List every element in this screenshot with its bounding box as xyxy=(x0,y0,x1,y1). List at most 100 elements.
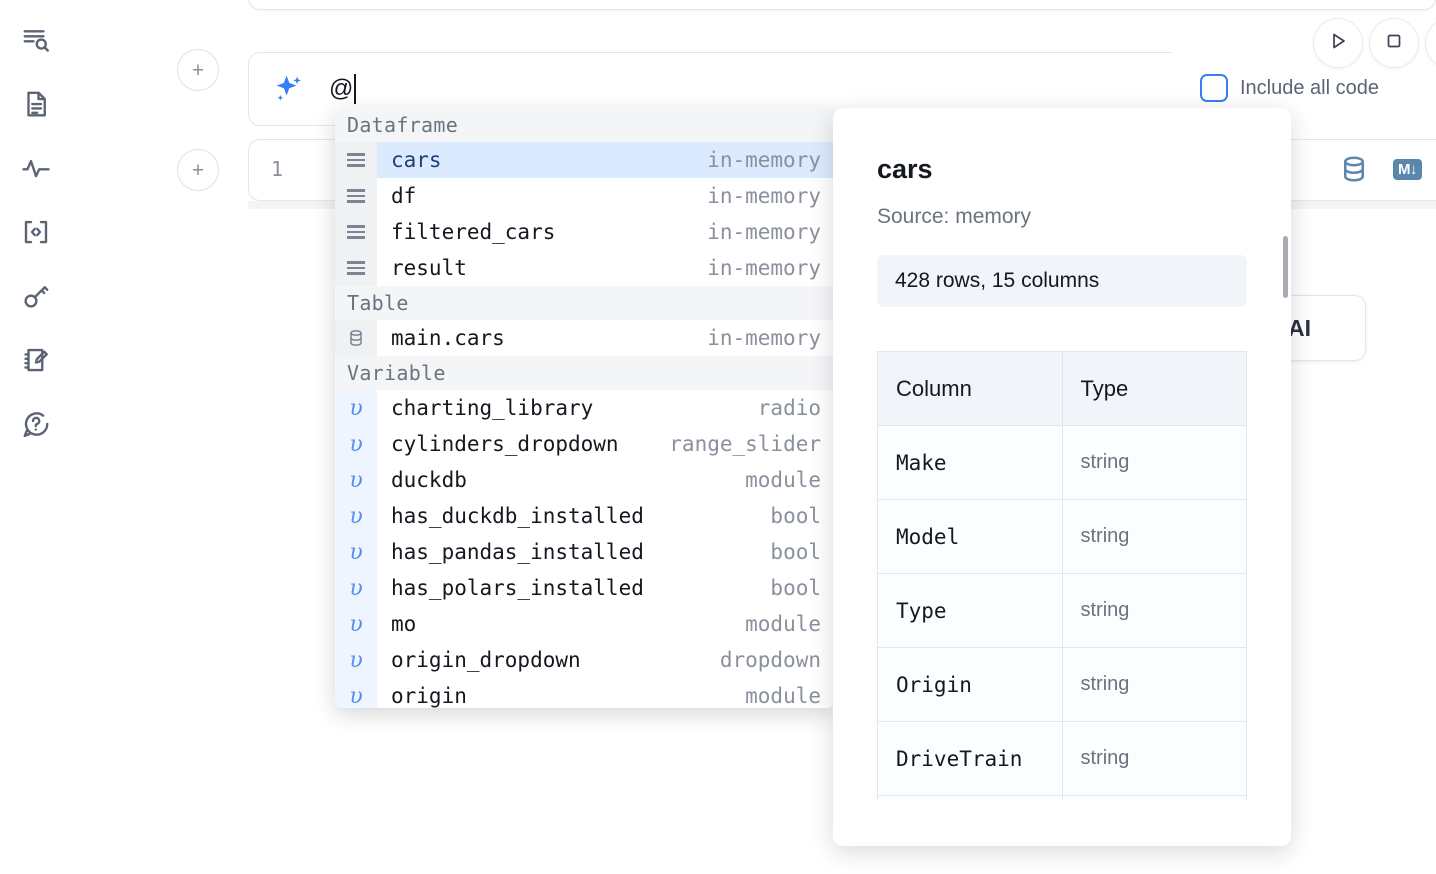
dataframe-icon xyxy=(335,178,377,214)
autocomplete-item-type: in-memory xyxy=(707,148,821,172)
preview-scrollbar[interactable] xyxy=(1283,236,1288,298)
autocomplete-item-type: radio xyxy=(757,396,821,420)
autocomplete-item-type: in-memory xyxy=(707,184,821,208)
dataframe-icon xyxy=(335,250,377,286)
plus-icon: + xyxy=(191,158,205,182)
cell-action-icons: M↓ xyxy=(1339,154,1422,184)
autocomplete-section-header: Dataframe xyxy=(335,108,835,142)
markdown-icon[interactable]: M↓ xyxy=(1393,158,1422,180)
autocomplete-item-type: in-memory xyxy=(707,256,821,280)
preview-panel: cars Source: memory 428 rows, 15 columns… xyxy=(833,108,1291,846)
run-button[interactable] xyxy=(1313,18,1363,68)
variable-icon: υ xyxy=(335,570,377,606)
sparkle-icon xyxy=(271,72,305,106)
table-database-icon xyxy=(335,320,377,356)
variable-icon: υ xyxy=(335,678,377,708)
autocomplete-item-name: cylinders_dropdown xyxy=(391,432,619,456)
type-header: Type xyxy=(1061,351,1247,426)
autocomplete-item-type: in-memory xyxy=(707,326,821,350)
stop-button[interactable] xyxy=(1369,18,1419,68)
variable-icon: υ xyxy=(335,606,377,642)
autocomplete-item-type: bool xyxy=(770,504,821,528)
preview-bottom-fade xyxy=(833,800,1291,846)
search-outline-icon xyxy=(21,25,51,55)
autocomplete-item-name: filtered_cars xyxy=(391,220,556,244)
variable-icon: υ xyxy=(335,462,377,498)
preview-source: Source: memory xyxy=(877,205,1032,228)
sidebar-item-file[interactable] xyxy=(14,82,58,126)
text-caret xyxy=(354,74,357,104)
add-cell-button-top[interactable]: + xyxy=(177,49,219,91)
key-icon xyxy=(21,281,51,311)
variable-icon: υ xyxy=(335,390,377,426)
autocomplete-item-name: df xyxy=(391,184,417,208)
include-all-code-checkbox[interactable] xyxy=(1200,74,1228,102)
ai-prompt-input[interactable]: @ xyxy=(329,74,357,104)
autocomplete-item-name: charting_library xyxy=(391,396,594,420)
notebook-edit-icon xyxy=(21,345,51,375)
autocomplete-item-type: dropdown xyxy=(719,648,821,672)
autocomplete-section-header: Variable xyxy=(335,356,835,390)
autocomplete-item[interactable]: df in-memory xyxy=(335,178,835,214)
run-controls xyxy=(1313,18,1436,68)
autocomplete-item-type: module xyxy=(745,468,821,492)
activity-pulse-icon xyxy=(21,153,51,183)
autocomplete-item[interactable]: υ has_duckdb_installed bool xyxy=(335,498,835,534)
cell-above-stub xyxy=(248,0,1436,10)
variable-icon: υ xyxy=(335,642,377,678)
schema-column-type: string xyxy=(1061,499,1247,574)
autocomplete-item-name: origin xyxy=(391,684,467,708)
schema-column-name: Origin xyxy=(877,647,1063,722)
variable-icon: υ xyxy=(335,498,377,534)
include-all-code-label: Include all code xyxy=(1240,76,1379,99)
add-cell-button-bottom[interactable]: + xyxy=(177,149,219,191)
code-brackets-icon xyxy=(21,217,51,247)
sidebar-item-search-outline[interactable] xyxy=(14,18,58,62)
variable-icon: υ xyxy=(335,426,377,462)
autocomplete-item-name: mo xyxy=(391,612,417,636)
database-icon[interactable] xyxy=(1339,154,1369,184)
schema-column-type: string xyxy=(1061,425,1247,500)
line-number: 1 xyxy=(271,157,284,181)
autocomplete-item-type: module xyxy=(745,612,821,636)
schema-column-type: string xyxy=(1061,721,1247,796)
preview-stats: 428 rows, 15 columns xyxy=(877,255,1247,307)
sidebar-item-secrets[interactable] xyxy=(14,274,58,318)
markdown-badge-label: M↓ xyxy=(1393,158,1422,180)
sidebar-item-help[interactable] xyxy=(14,402,58,446)
dataframe-icon xyxy=(335,214,377,250)
autocomplete-item-type: module xyxy=(745,684,821,708)
schema-column-name: Make xyxy=(877,425,1063,500)
autocomplete-item[interactable]: result in-memory xyxy=(335,250,835,286)
sidebar-item-snippets[interactable] xyxy=(14,210,58,254)
sidebar-item-scratchpad[interactable] xyxy=(14,338,58,382)
preview-title: cars xyxy=(877,154,933,184)
more-actions-button[interactable] xyxy=(1425,18,1436,68)
autocomplete-item-name: has_duckdb_installed xyxy=(391,504,644,528)
sidebar-item-activity[interactable] xyxy=(14,146,58,190)
schema-column-name: Model xyxy=(877,499,1063,574)
plus-icon: + xyxy=(191,58,205,82)
autocomplete-item[interactable]: υ charting_library radio xyxy=(335,390,835,426)
autocomplete-item-name: result xyxy=(391,256,467,280)
autocomplete-item-type: bool xyxy=(770,576,821,600)
play-triangle-icon xyxy=(1326,29,1350,58)
schema-column-name: DriveTrain xyxy=(877,721,1063,796)
include-all-code-row[interactable]: Include all code xyxy=(1200,74,1379,102)
